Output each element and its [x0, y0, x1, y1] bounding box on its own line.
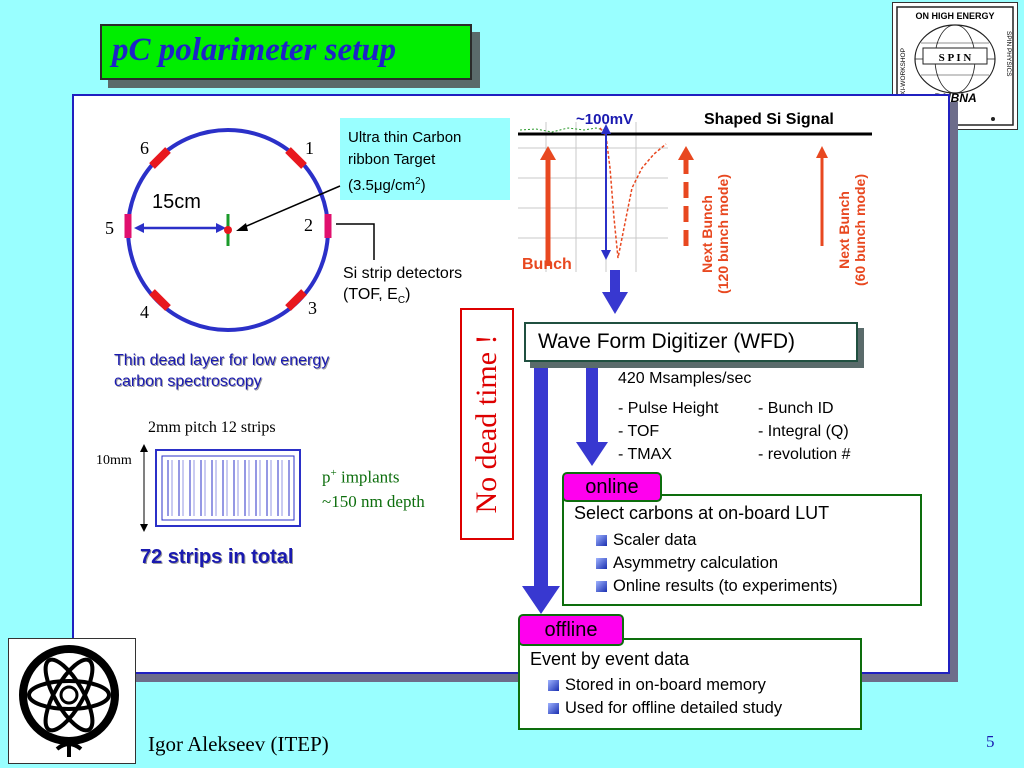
logo-right-text: SPIN PHYSICS: [1005, 31, 1012, 77]
online-heading: Select carbons at on-board LUT: [574, 503, 830, 523]
detector-label-5: 5: [105, 218, 114, 238]
title-box: [100, 24, 472, 80]
online-list: Scaler data Asymmetry calculation Online…: [596, 529, 838, 598]
next-bunch-60-arrow: [816, 146, 828, 158]
wfd-rate: 420 Msamples/sec: [618, 370, 752, 387]
signal-title: Shaped Si Signal: [704, 111, 834, 128]
si-callout-text: Si strip detectors (TOF, EC): [343, 265, 463, 307]
arrow-to-online: [576, 442, 608, 466]
total-strips-label: 72 strips in total: [140, 546, 294, 568]
target-callout-text: Ultra thin Carbon ribbon Target (3.5μg/c…: [348, 129, 462, 194]
arrow-to-wfd: [602, 292, 628, 314]
next-bunch-60-label: Next Bunch (60 bunch mode): [836, 174, 868, 287]
shaped-signal-plot: [518, 122, 872, 272]
bunch-label: Bunch: [522, 256, 572, 273]
next-bunch-120-label: Next Bunch (120 bunch mode): [699, 174, 731, 294]
target-callout-box: [340, 118, 510, 200]
list-item: Online results (to experiments): [596, 575, 838, 598]
detector-3: [285, 289, 307, 311]
amplitude-label: ~100mV: [576, 111, 634, 128]
strip-pitch-label: 2mm pitch 12 strips: [148, 419, 276, 436]
online-tag: online: [562, 472, 662, 502]
dead-layer-text: Thin dead layer for low energy carbon sp…: [114, 352, 330, 390]
logo-top-text: ON HIGH ENERGY: [915, 11, 994, 21]
strip-detector-drawing: [140, 444, 301, 532]
detector-label-1: 1: [305, 138, 314, 158]
signal-waveform: [599, 127, 667, 259]
list-item: Asymmetry calculation: [596, 552, 838, 575]
online-box: [562, 494, 922, 606]
detector-label-4: 4: [140, 302, 149, 322]
detector-6: [149, 147, 171, 169]
offline-heading: Event by event data: [530, 649, 690, 669]
detector-label-3: 3: [308, 298, 317, 318]
footer-author: Igor Alekseev (ITEP): [148, 732, 329, 756]
callout-lines: [236, 185, 375, 260]
wfd-features-right: - Bunch ID - Integral (Q) - revolution #: [758, 400, 851, 463]
list-item: Used for offline detailed study: [548, 697, 782, 720]
next-bunch-120-arrow: [678, 146, 694, 160]
institute-logo: [8, 638, 136, 764]
logo-center-text: S P I N: [939, 52, 972, 64]
no-dead-time-box: No dead time !: [460, 308, 514, 540]
list-item: Scaler data: [596, 529, 838, 552]
offline-list: Stored in on-board memory Used for offli…: [548, 674, 782, 720]
strip-height-label: 10mm: [96, 453, 132, 468]
no-dead-time-text: No dead time !: [470, 334, 503, 514]
offline-box: [518, 638, 862, 730]
wfd-features-left: - Pulse Height - TOF - TMAX: [618, 400, 719, 463]
logo-left-text: XI-WORKSHOP: [900, 48, 907, 95]
polarimeter-ring-diagram: 1 2 3 4 5 6 15cm: [105, 128, 332, 332]
bunch-arrow: [540, 146, 556, 160]
wfd-box: Wave Form Digitizer (WFD): [524, 322, 858, 362]
slide-title: pC polarimeter setup: [112, 32, 397, 68]
page-number: 5: [986, 732, 995, 751]
detector-4: [149, 289, 171, 311]
flow-arrows: [522, 270, 628, 614]
radius-label: 15cm: [152, 191, 201, 213]
list-item: Stored in on-board memory: [548, 674, 782, 697]
arrow-to-offline: [522, 586, 560, 614]
detector-label-6: 6: [140, 138, 149, 158]
detector-label-2: 2: [304, 215, 313, 235]
offline-tag: offline: [518, 614, 624, 646]
implants-text: p+ implants ~150 nm depth: [322, 467, 425, 511]
detector-1: [285, 147, 307, 169]
